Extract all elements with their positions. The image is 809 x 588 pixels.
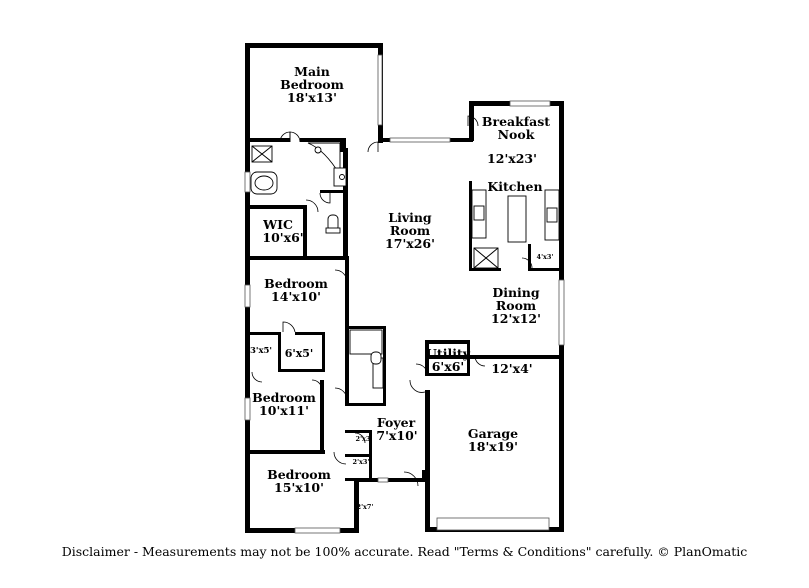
bedroom-4-size: 15'x10' [274,480,324,495]
bedroom-4-name: Bedroom [267,467,331,482]
bedroom-2-name: Bedroom [264,276,328,291]
foyer-name: Foyer [377,415,416,430]
bedroom-3-size: 10'x11' [259,403,309,418]
dining-room-name-1: Dining [492,285,540,300]
wic-size: 10'x6' [262,230,303,245]
main-bedroom-size: 18'x13' [287,90,337,105]
pantry-size: 4'x3' [537,253,554,261]
garage-size: 18'x19' [468,439,518,454]
closet-2x7-size: 2'x7' [357,503,374,511]
fixtures [250,142,560,389]
bedroom-3-name: Bedroom [252,390,316,405]
closet-6x5-size: 6'x5' [285,347,314,360]
living-room-name-1: Living [388,210,432,225]
garage-name: Garage [468,426,518,441]
kitchen-name: Kitchen [487,179,542,194]
living-room-size: 17'x26' [385,236,435,251]
doors [251,115,533,487]
breakfast-nook-size: 12'x23' [487,151,537,166]
bedroom-2-size: 14'x10' [271,289,321,304]
windows [244,54,565,534]
utility-size: 6'x6' [432,359,465,374]
disclaimer-text: Disclaimer - Measurements may not be 100… [61,544,748,559]
wic-name: WIC [262,217,293,232]
room-labels: Main Bedroom 18'x13' Breakfast Nook 12'x… [250,64,554,511]
closet-2x3-a-size: 2'x3' [356,435,373,443]
foyer-size: 7'x10' [376,428,417,443]
interior-walls [245,138,559,482]
hall-size: 12'x4' [491,361,532,376]
breakfast-nook-name-1: Breakfast [482,114,550,129]
main-bedroom-name-1: Main [294,64,330,79]
utility-name: Utility [426,346,471,361]
dining-room-size: 12'x12' [491,311,541,326]
dining-room-name-2: Room [496,298,536,313]
closet-2x3-b-size: 2'x3' [353,458,370,466]
living-room-name-2: Room [390,223,430,238]
main-bedroom-name-2: Bedroom [280,77,344,92]
breakfast-nook-name-2: Nook [498,127,535,142]
closet-3x5-size: 3'x5' [250,346,272,356]
